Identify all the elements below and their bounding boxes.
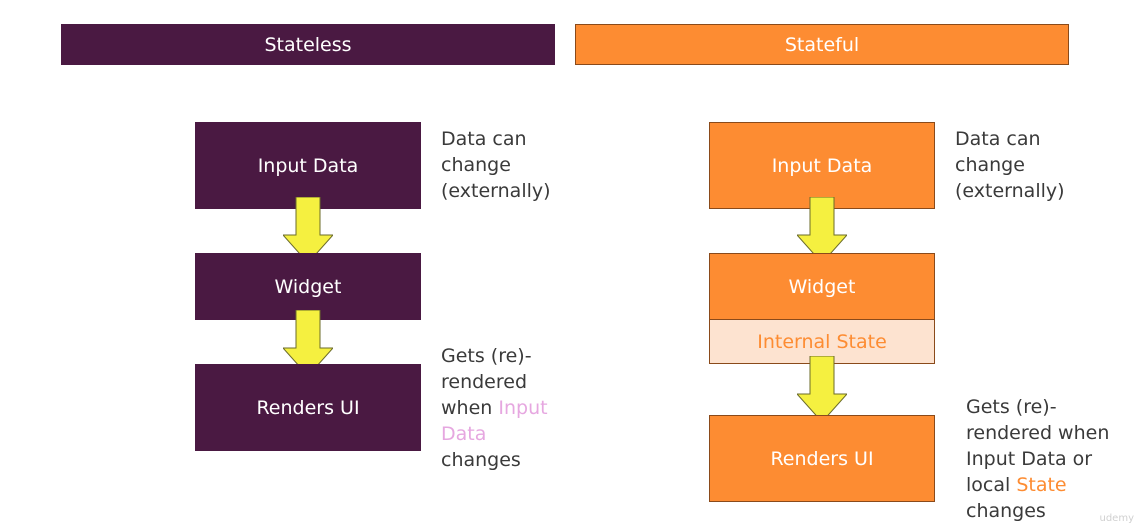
stateless-rerender-note: Gets (re)- rendered when Input Data chan… xyxy=(441,343,548,473)
stateful-data-change-note: Data can change (externally) xyxy=(955,126,1065,204)
stateless-input-data-box: Input Data xyxy=(195,122,421,209)
stateless-widget-box: Widget xyxy=(195,253,421,320)
stateful-arrow-down-1-icon xyxy=(797,197,847,263)
stateful-header: Stateful xyxy=(575,24,1069,65)
note-text: local xyxy=(966,474,1017,496)
stateful-widget-box: Widget xyxy=(709,253,935,320)
stateful-renders-ui-box: Renders UI xyxy=(709,415,935,502)
data-highlight: Data xyxy=(441,423,487,445)
note-line: (externally) xyxy=(955,180,1065,202)
note-line: (externally) xyxy=(441,180,551,202)
state-highlight: State xyxy=(1016,474,1067,496)
stateless-arrow-down-1-icon xyxy=(283,197,333,263)
note-line: change xyxy=(955,154,1025,176)
note-line: Data can xyxy=(955,128,1041,150)
input-highlight: Input xyxy=(498,397,548,419)
note-line: when Input xyxy=(441,395,548,421)
note-line: change xyxy=(441,154,511,176)
note-line: rendered xyxy=(441,371,528,393)
note-line: changes xyxy=(441,449,521,471)
note-line: Input Data or xyxy=(966,448,1093,470)
note-line: local State xyxy=(966,472,1109,498)
stateful-rerender-note: Gets (re)- rendered when Input Data or l… xyxy=(966,394,1109,524)
note-text: when xyxy=(441,397,499,419)
note-line: Data can xyxy=(441,128,527,150)
note-line: rendered when xyxy=(966,422,1110,444)
note-line: Gets (re)- xyxy=(966,396,1057,418)
watermark-logo: udemy xyxy=(1099,513,1135,524)
stateless-header: Stateless xyxy=(61,24,555,65)
note-line: Gets (re)- xyxy=(441,345,532,367)
stateless-renders-ui-box: Renders UI xyxy=(195,364,421,451)
stateful-input-data-box: Input Data xyxy=(709,122,935,209)
stateless-arrow-down-2-icon xyxy=(283,310,333,376)
stateless-data-change-note: Data can change (externally) xyxy=(441,126,551,204)
stateful-arrow-down-2-icon xyxy=(797,356,847,422)
note-line: changes xyxy=(966,500,1046,522)
